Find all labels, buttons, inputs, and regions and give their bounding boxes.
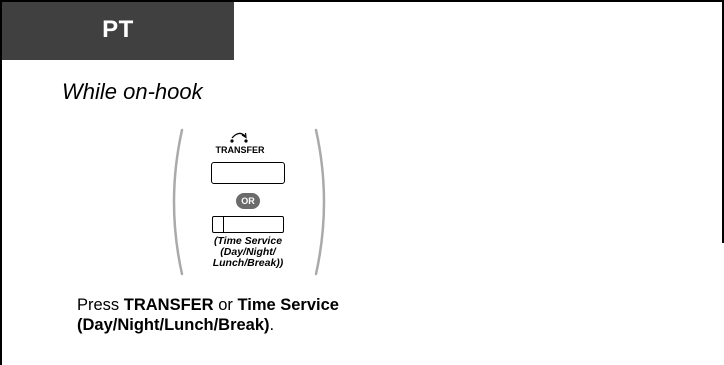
instruction-key2-line1: Time Service	[237, 296, 339, 314]
frame-right-border	[722, 0, 724, 243]
instruction-key1: TRANSFER	[123, 296, 214, 314]
right-parenthesis	[314, 128, 326, 276]
or-badge: OR	[236, 193, 260, 209]
time-service-key-lamp	[213, 217, 224, 232]
instruction-line2: (Day/Night/Lunch/Break).	[77, 315, 339, 335]
time-service-label-line3: Lunch/Break))	[212, 257, 284, 269]
instruction-mid: or	[213, 296, 238, 314]
instruction-key2-line2: (Day/Night/Lunch/Break)	[77, 316, 270, 334]
transfer-key-label: TRANSFER	[215, 145, 265, 155]
condition-text: While on-hook	[62, 79, 203, 104]
left-parenthesis	[172, 128, 184, 276]
header-title: PT	[102, 16, 134, 43]
instruction-suffix: .	[269, 316, 275, 334]
header-tab: PT	[2, 2, 234, 60]
time-service-key[interactable]	[212, 216, 284, 233]
time-service-label-line2: (Day/Night/	[220, 246, 276, 258]
instruction-text: Press TRANSFER or Time Service (Day/Nigh…	[77, 295, 339, 335]
time-service-key-label: (Time Service (Day/Night/ Lunch/Break))	[195, 236, 301, 269]
frame-top-border	[0, 0, 724, 2]
transfer-button[interactable]	[211, 162, 285, 184]
time-service-label-line1: (Time Service	[213, 235, 283, 247]
instruction-prefix: Press	[77, 296, 124, 314]
instruction-line1: Press TRANSFER or Time Service	[77, 295, 339, 315]
transfer-arrow-icon	[230, 132, 248, 143]
frame-left-border	[0, 0, 2, 365]
